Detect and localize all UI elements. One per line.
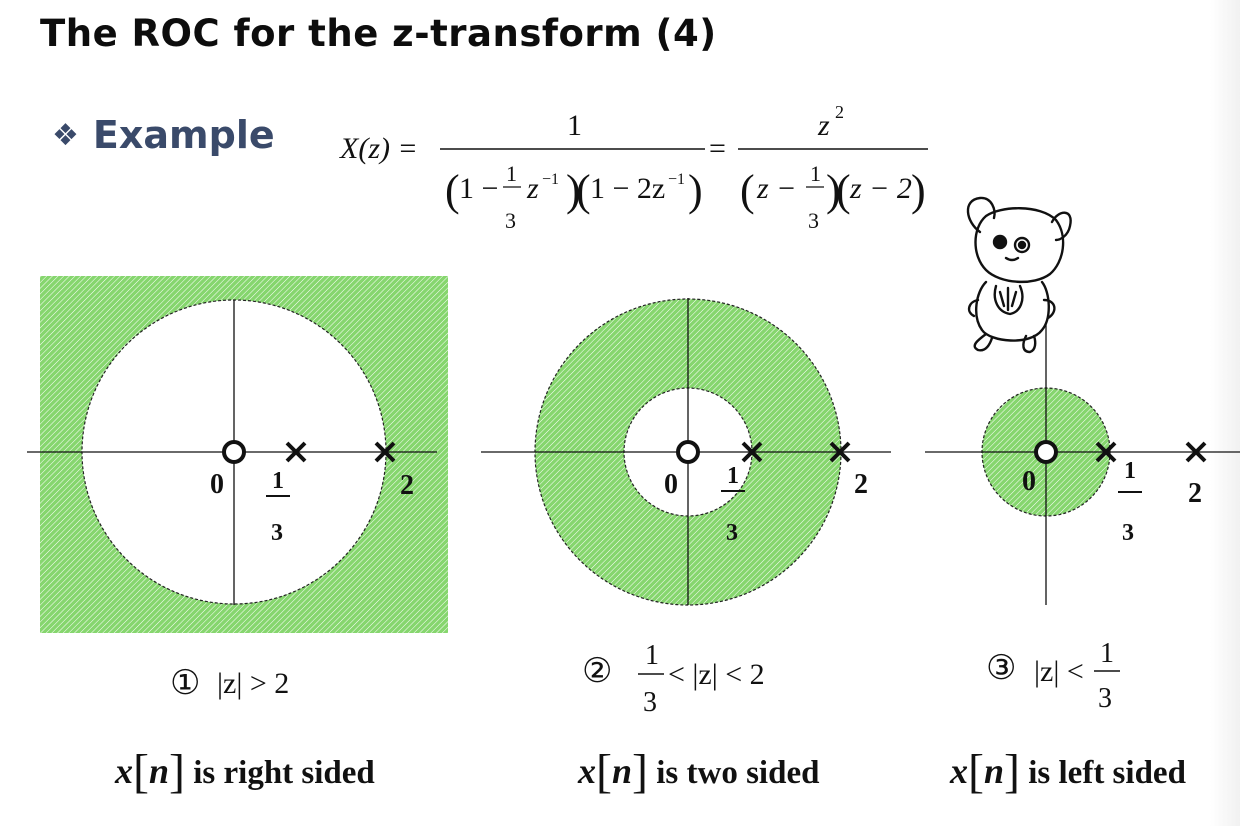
signal-symbol: x: [578, 751, 596, 791]
pole-marker-icon: [1095, 441, 1117, 463]
zero-marker-icon: [1034, 440, 1058, 464]
roc-diagram-right-sided: 0 1 3 2: [27, 276, 448, 633]
roc-diagram-two-sided: 0 1 3 2: [481, 298, 891, 606]
bracket-close: ]: [169, 745, 185, 798]
paren-close-4: ): [911, 166, 926, 215]
condition-marker: ①: [170, 665, 200, 702]
equals-2: =: [709, 132, 726, 165]
pole-far-label: 2: [1188, 478, 1202, 509]
frac1-numerator: 1: [567, 109, 582, 142]
paren-open-2: (: [576, 166, 591, 215]
frac1-den-b: 1: [506, 161, 517, 186]
frac2-den-a: z −: [756, 172, 796, 205]
condition-frac-numerator: 1: [645, 640, 659, 671]
transfer-function-equation: X(z) = 1 ( 1 − 1 3 z −1 ) ( 1 − 2z −1 ) …: [339, 102, 928, 233]
caption-right-sided: x[n] is right sided: [115, 740, 375, 798]
pole-near-numerator: 1: [272, 468, 284, 494]
frac1-den-c: 3: [505, 208, 516, 233]
origin-label: 0: [1022, 466, 1036, 497]
index-symbol: n: [611, 751, 633, 791]
pole-marker-icon: [741, 441, 763, 463]
paren-close-2: ): [688, 166, 703, 215]
diamond-bullet-icon: ❖: [52, 118, 79, 153]
pole-marker-icon: [285, 441, 307, 463]
frac2-numerator-exp: 2: [835, 102, 844, 122]
frac2-numerator: z: [817, 109, 830, 142]
bracket-open: [: [133, 745, 149, 798]
pole-near-numerator: 1: [1124, 458, 1136, 484]
zero-marker-icon: [222, 440, 246, 464]
paren-close-1: ): [566, 166, 581, 215]
condition-text: < |z| < 2: [668, 658, 765, 691]
pole-marker-icon: [829, 441, 851, 463]
pole-far-label: 2: [400, 470, 414, 501]
frac1-den-f: 1 − 2z: [590, 172, 665, 205]
pole-marker-icon: [374, 441, 396, 463]
caption-two-sided: x[n] is two sided: [578, 740, 820, 798]
caption-text: is right sided: [193, 755, 375, 791]
paren-open-1: (: [445, 166, 460, 215]
origin-label: 0: [210, 469, 224, 500]
roc-diagram-left-sided: 0 1 3 2: [925, 322, 1240, 605]
condition-text: |z| > 2: [217, 667, 289, 700]
pole-near-denominator: 3: [726, 520, 738, 546]
pole-far-label: 2: [854, 469, 868, 500]
bracket-open: [: [596, 745, 612, 798]
signal-symbol: x: [950, 751, 968, 791]
paren-open-4: (: [836, 166, 851, 215]
caption-text: is two sided: [656, 755, 820, 791]
caption-left-sided: x[n] is left sided: [950, 740, 1186, 798]
condition-marker: ③: [986, 650, 1016, 687]
frac2-den-b: 1: [810, 161, 821, 186]
frac2-den-d: z − 2: [849, 172, 912, 205]
frac1-den-e: −1: [542, 171, 559, 188]
frac1-den-a: 1 −: [459, 172, 498, 205]
condition-text: |z| <: [1034, 655, 1084, 688]
pole-near-denominator: 3: [1122, 520, 1134, 546]
condition-frac-denominator: 3: [643, 687, 657, 718]
index-symbol: n: [983, 751, 1005, 791]
caption-text: is left sided: [1028, 755, 1186, 791]
condition-frac-denominator: 3: [1098, 683, 1112, 714]
frac1-den-d: z: [526, 172, 539, 205]
example-label: Example: [92, 113, 275, 157]
frac2-den-c: 3: [808, 208, 819, 233]
origin-label: 0: [664, 469, 678, 500]
condition-marker: ②: [582, 653, 612, 690]
example-heading: ❖ Example: [52, 113, 275, 157]
paren-close-3: ): [826, 166, 841, 215]
page-title: The ROC for the z-transform (4): [40, 12, 717, 55]
pole-near-numerator: 1: [727, 463, 739, 489]
right-edge-shadow: [1210, 0, 1240, 826]
condition-frac-numerator: 1: [1100, 638, 1114, 669]
pole-marker-icon: [1185, 441, 1207, 463]
bracket-open: [: [968, 745, 984, 798]
frac1-den-g: −1: [668, 171, 685, 188]
signal-symbol: x: [115, 751, 133, 791]
cartoon-hamster-icon: [966, 196, 1072, 354]
bracket-close: ]: [1004, 745, 1020, 798]
zero-marker-icon: [676, 440, 700, 464]
pole-near-denominator: 3: [271, 520, 283, 546]
paren-open-3: (: [740, 166, 755, 215]
equation-lhs: X(z) =: [339, 132, 418, 165]
bracket-close: ]: [632, 745, 648, 798]
index-symbol: n: [148, 751, 170, 791]
